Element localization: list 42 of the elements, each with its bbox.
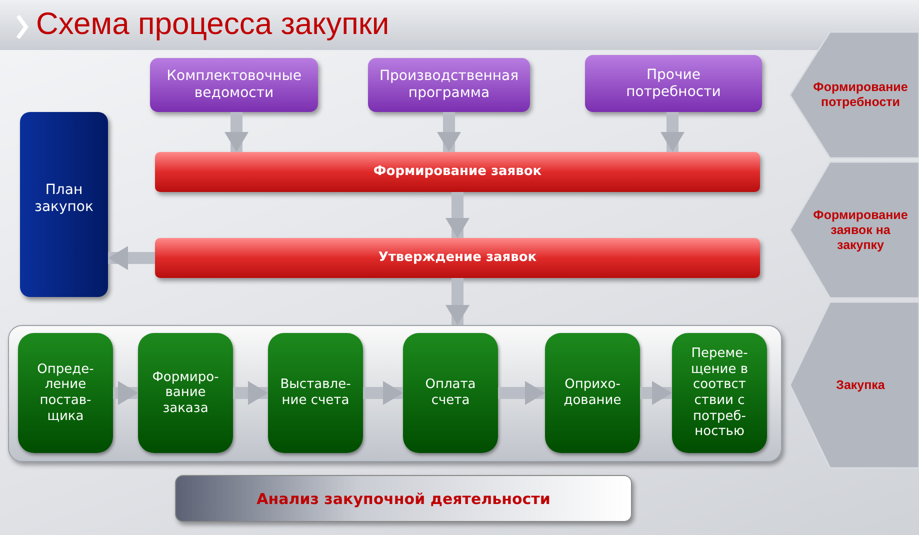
- stage-label: Закупка: [836, 378, 885, 392]
- node-label: Прочие потребности: [625, 66, 722, 100]
- process-bar: [155, 238, 760, 278]
- analysis-bar: [175, 475, 632, 522]
- arrow: [446, 278, 470, 325]
- node-label: Опреде- ление постав- щика: [36, 362, 95, 424]
- node-label: Комплектовочные ведомости: [166, 68, 302, 102]
- plan-box: [20, 112, 108, 297]
- step-box: [403, 333, 498, 453]
- node-label: Производственная программа: [378, 68, 520, 102]
- node-label: Выставле- ние счета: [279, 377, 352, 409]
- step-box: [545, 333, 640, 453]
- arrow: [446, 192, 470, 238]
- node-label: Формиро- вание заказа: [151, 370, 220, 416]
- arrow: [233, 381, 268, 405]
- node-label: Переме- щение в соотвст ствии с потреб- ностью: [690, 346, 749, 440]
- step-box: [18, 333, 113, 453]
- process-bar: [155, 152, 760, 192]
- arrow: [660, 112, 684, 152]
- node-label: Формирование заявок: [373, 164, 542, 180]
- node-label: Анализ закупочной деятельности: [256, 490, 550, 508]
- stage-label: Формирование потребности: [812, 80, 909, 110]
- step-box: [268, 333, 363, 453]
- title: Схема процесса закупки: [36, 6, 390, 42]
- source-box: [150, 58, 318, 112]
- arrow: [498, 381, 545, 405]
- arrow: [108, 246, 155, 270]
- node-label: Утверждение заявок: [378, 250, 537, 266]
- node-label: Оплата счета: [424, 377, 477, 409]
- arrow: [640, 381, 672, 405]
- node-label: Оприхо- дование: [562, 377, 622, 409]
- stage-label: Формирование заявок на закупку: [812, 208, 909, 252]
- arrow: [363, 381, 403, 405]
- step-box: [138, 333, 233, 453]
- step-box: [672, 333, 767, 453]
- process-panel: [8, 325, 782, 462]
- arrow: [437, 112, 461, 152]
- source-box: [585, 55, 762, 112]
- source-box: [368, 58, 530, 112]
- arrow: [224, 112, 248, 152]
- node-label: План закупок: [34, 182, 94, 216]
- arrow: [113, 381, 138, 405]
